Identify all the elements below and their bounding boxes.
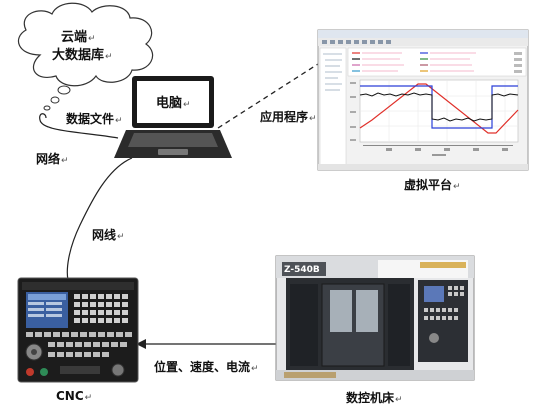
cnc-controller <box>17 277 139 383</box>
app-label: 应用程序↵ <box>260 108 317 125</box>
cnc-text: CNC <box>56 389 84 403</box>
network-label: 网络↵ <box>36 150 69 167</box>
signal-arrowhead <box>136 339 146 349</box>
return-mark: ↵ <box>117 232 125 242</box>
bubble-2 <box>50 96 60 104</box>
bubble-1 <box>57 85 71 95</box>
cloud-shape <box>17 2 154 87</box>
machine-label: 数控机床↵ <box>346 389 403 406</box>
return-mark: ↵ <box>395 395 403 405</box>
cloud-label-line1: 云端↵ <box>61 26 96 45</box>
network-text: 网络 <box>36 152 61 166</box>
return-mark: ↵ <box>453 182 461 192</box>
machine-model-plate: Z-540B <box>284 265 320 275</box>
cable-label: 网线↵ <box>92 226 125 243</box>
cable-line <box>66 157 133 281</box>
cable-text: 网线 <box>92 228 117 242</box>
app-text: 应用程序 <box>260 110 309 124</box>
signals-label: 位置、速度、电流↵ <box>154 358 259 375</box>
virtual-platform-window <box>317 29 529 171</box>
signals-text: 位置、速度、电流 <box>154 360 251 374</box>
laptop-label: 电脑↵ <box>156 92 191 111</box>
data-file-text: 数据文件 <box>66 112 115 126</box>
network-wire <box>39 113 119 139</box>
return-mark: ↵ <box>183 100 191 110</box>
cloud-line1-text: 云端 <box>61 30 88 45</box>
return-mark: ↵ <box>105 52 113 62</box>
virtual-platform-label: 虚拟平台↵ <box>404 176 461 193</box>
return-mark: ↵ <box>61 156 69 166</box>
laptop-icon <box>114 76 232 158</box>
laptop-text: 电脑 <box>156 96 183 111</box>
return-mark: ↵ <box>309 114 317 124</box>
return-mark: ↵ <box>115 116 123 126</box>
return-mark: ↵ <box>88 34 96 44</box>
cnc-label: CNC↵ <box>56 389 92 403</box>
bubble-3 <box>43 105 51 111</box>
machine-text: 数控机床 <box>346 391 395 405</box>
return-mark: ↵ <box>84 393 93 403</box>
cloud-label-line2: 大数据库↵ <box>52 44 113 63</box>
data-file-label: 数据文件↵ <box>66 110 123 127</box>
return-mark: ↵ <box>251 364 259 374</box>
cnc-machine <box>275 255 475 381</box>
dashed-link <box>217 63 319 129</box>
virtual-platform-text: 虚拟平台 <box>404 178 453 192</box>
cloud-line2-text: 大数据库 <box>52 48 105 63</box>
